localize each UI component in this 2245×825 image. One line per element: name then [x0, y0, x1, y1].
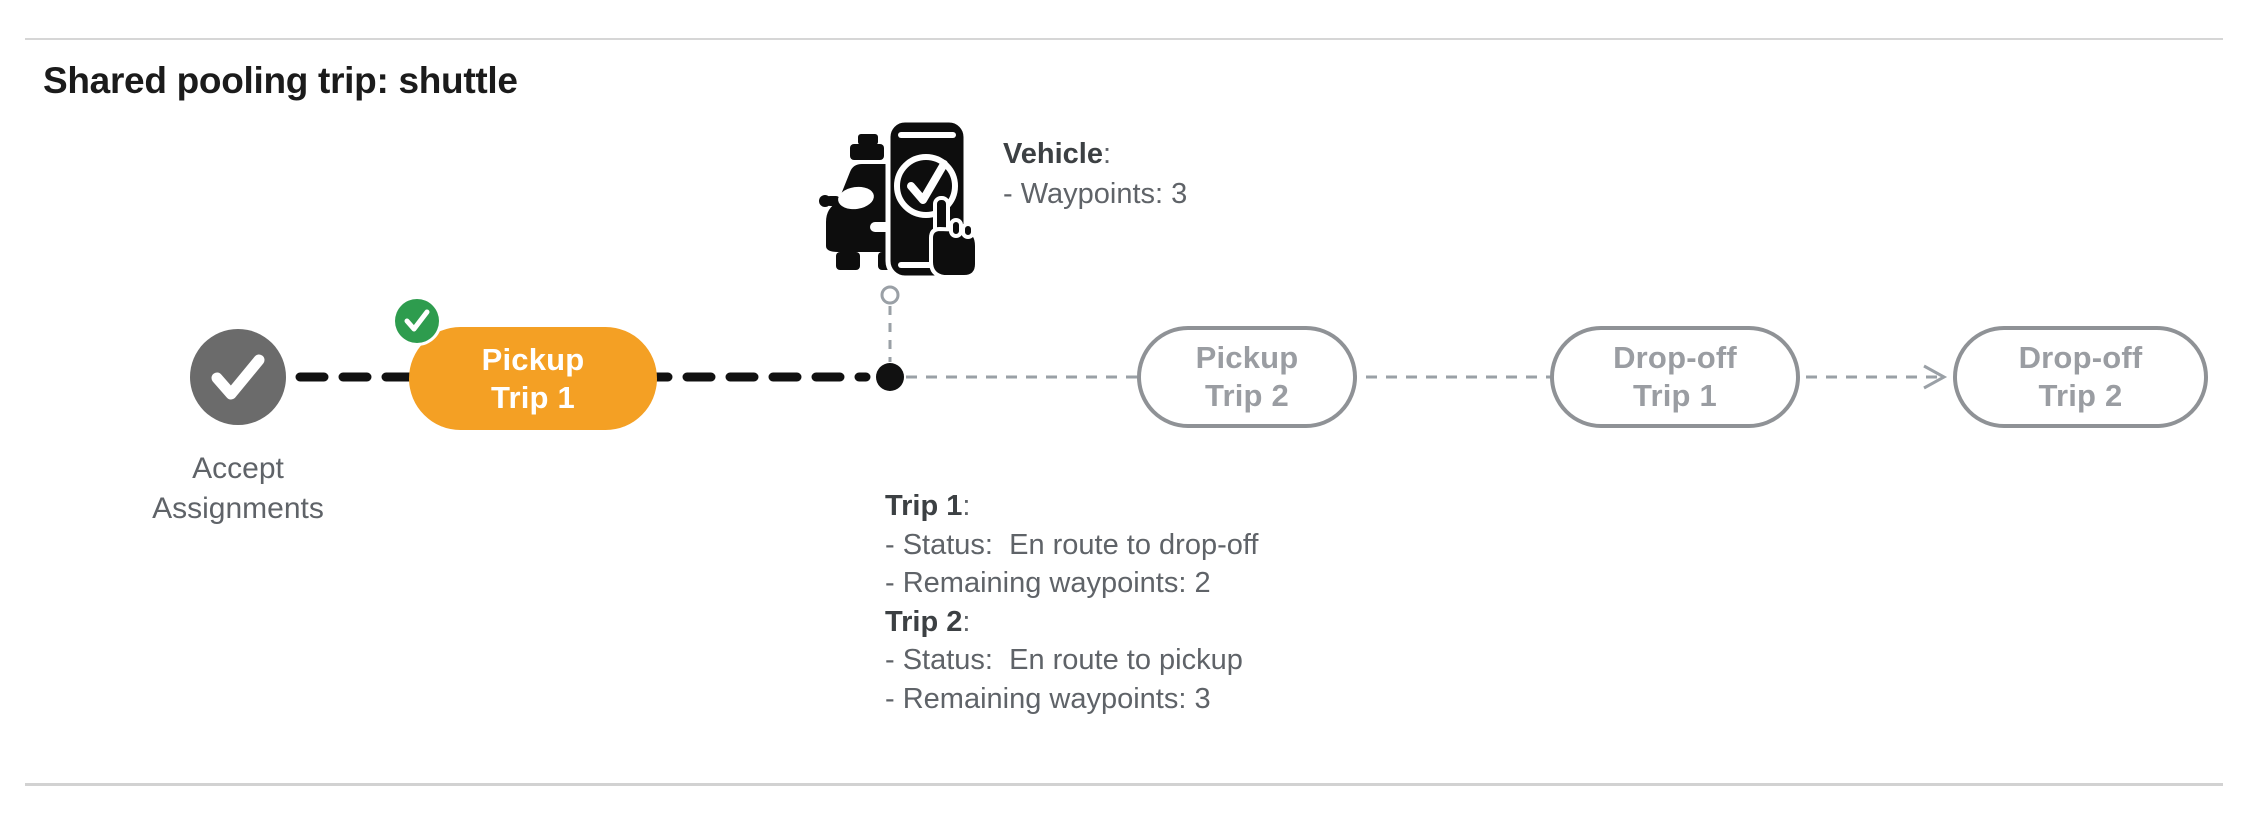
stage-pickup-trip-2: Pickup Trip 2: [1137, 326, 1357, 428]
vehicle-anchor-circle: [880, 285, 900, 305]
bottom-divider: [25, 783, 2223, 786]
vehicle-info-title: Vehicle:: [1003, 138, 1112, 170]
check-icon: [404, 309, 430, 332]
vehicle-phone-check-icon: [819, 117, 979, 281]
stage-pickup-trip-1: Pickup Trip 1: [409, 327, 657, 430]
top-divider: [25, 38, 2223, 40]
current-position-dot: [876, 363, 904, 391]
stage-dropoff-trip-1: Drop-off Trip 1: [1550, 326, 1800, 428]
trip2-status: - Status: En route to pickup: [885, 644, 1243, 676]
trip1-waypoints: - Remaining waypoints: 2: [885, 567, 1211, 599]
page-title: Shared pooling trip: shuttle: [43, 60, 518, 101]
start-node-label: Accept Assignments: [152, 452, 324, 525]
vehicle-info: Vehicle: - Waypoints: 3: [1003, 134, 1187, 214]
check-icon: [211, 354, 265, 400]
trip1-title: Trip 1:: [885, 490, 971, 522]
trip-status-block: Trip 1: - Status: En route to drop-off -…: [885, 487, 1258, 718]
trip1-status: - Status: En route to drop-off: [885, 528, 1259, 561]
completed-check-badge: [395, 299, 439, 343]
start-node-accept-assignments: [190, 329, 286, 425]
stage-dropoff-trip-2: Drop-off Trip 2: [1953, 326, 2208, 428]
arrowhead-icon: [1923, 364, 1948, 390]
vehicle-waypoints: - Waypoints: 3: [1003, 178, 1188, 210]
trip2-waypoints: - Remaining waypoints: 3: [885, 682, 1211, 715]
trip2-title: Trip 2:: [885, 605, 971, 638]
